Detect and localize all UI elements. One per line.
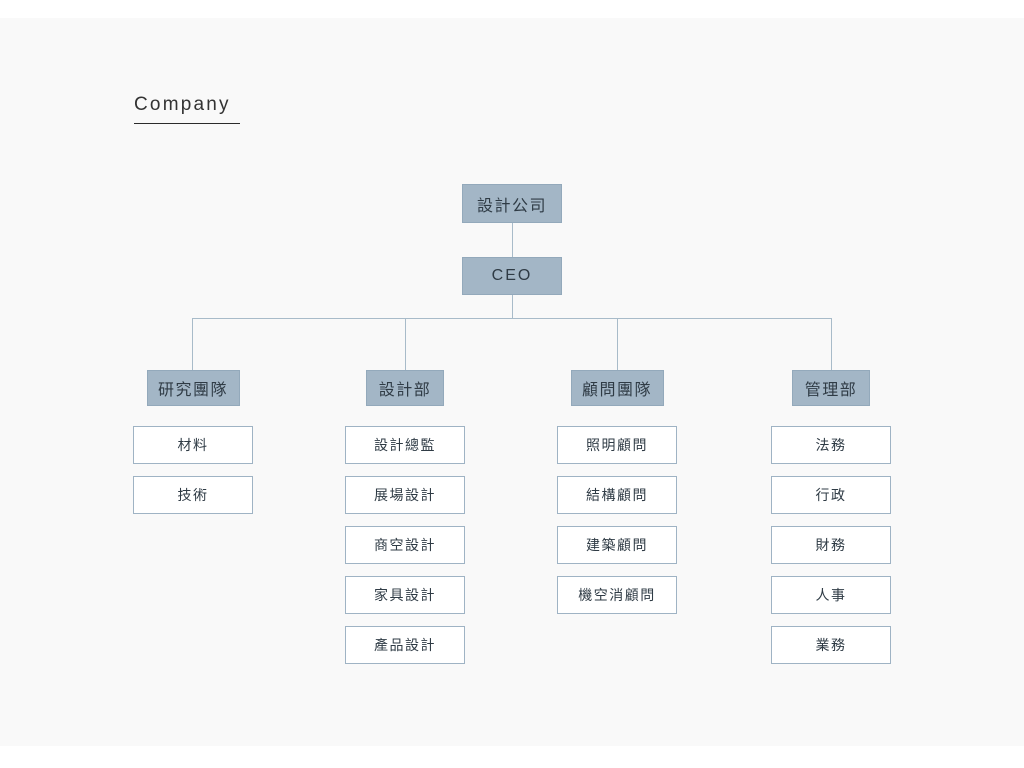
org-leaf-node[interactable]: 機空消顧問 [557,576,677,614]
org-column-head-label: 設計部 [378,382,432,399]
org-column-head-management[interactable]: 管理部 [792,370,870,406]
org-leaf-label: 材料 [177,437,209,453]
org-column-consultants: 顧問團隊 照明顧問 結構顧問 建築顧問 機空消顧問 [557,370,677,626]
connector-drop-column-3 [616,318,618,370]
org-column-head-label: 顧問團隊 [581,382,652,399]
org-leaf-label: 照明顧問 [586,437,648,453]
org-leaf-node[interactable]: 材料 [133,426,253,464]
org-leaf-label: 家具設計 [374,587,436,603]
connector-root-to-ceo [511,223,513,257]
org-leaf-node[interactable]: 法務 [771,426,891,464]
org-leaf-label: 技術 [177,487,209,503]
slide-canvas: Company 設計公司 CEO 研究團隊 材料 技術 設計部 設計總監 [0,18,1024,746]
org-leaf-node[interactable]: 設計總監 [345,426,465,464]
connector-drop-column-1 [191,318,193,370]
org-leaf-label: 行政 [815,487,847,503]
org-leaf-label: 結構顧問 [586,487,648,503]
org-leaf-label: 業務 [815,637,847,653]
org-leaf-label: 法務 [815,437,847,453]
org-leaf-label: 財務 [815,537,847,553]
org-leaf-label: 建築顧問 [586,537,648,553]
org-leaf-label: 機空消顧問 [578,587,656,603]
org-leaf-node[interactable]: 照明顧問 [557,426,677,464]
org-leaf-label: 設計總監 [374,437,436,453]
org-leaf-node[interactable]: 技術 [133,476,253,514]
org-leaf-node[interactable]: 產品設計 [345,626,465,664]
org-column-design: 設計部 設計總監 展場設計 商空設計 家具設計 產品設計 [345,370,465,676]
org-node-root[interactable]: 設計公司 [462,184,562,223]
org-node-root-label: 設計公司 [476,197,547,215]
org-leaf-label: 人事 [815,587,847,603]
connector-ceo-stem [511,295,513,318]
org-leaf-node[interactable]: 結構顧問 [557,476,677,514]
org-leaf-label: 商空設計 [374,537,436,553]
org-leaf-node[interactable]: 展場設計 [345,476,465,514]
org-leaf-node[interactable]: 行政 [771,476,891,514]
org-column-head-label: 研究團隊 [157,382,228,399]
org-column-head-design[interactable]: 設計部 [366,370,444,406]
org-leaf-node[interactable]: 財務 [771,526,891,564]
org-leaf-node[interactable]: 業務 [771,626,891,664]
org-leaf-label: 產品設計 [374,637,436,653]
connector-horizontal-bus [192,317,831,319]
org-column-head-consultants[interactable]: 顧問團隊 [570,370,664,406]
connector-drop-column-2 [404,318,406,370]
title-block: Company [134,92,344,124]
org-leaf-label: 展場設計 [374,487,436,503]
page-title: Company [134,94,231,115]
org-column-head-label: 管理部 [804,382,858,399]
org-node-ceo-label: CEO [491,267,533,284]
org-column-management: 管理部 法務 行政 財務 人事 業務 [771,370,891,676]
org-leaf-node[interactable]: 建築顧問 [557,526,677,564]
org-leaf-node[interactable]: 家具設計 [345,576,465,614]
org-column-head-research[interactable]: 研究團隊 [146,370,240,406]
connector-drop-column-4 [830,318,832,370]
title-underline [134,123,240,124]
org-leaf-node[interactable]: 商空設計 [345,526,465,564]
org-column-research: 研究團隊 材料 技術 [133,370,253,526]
org-leaf-node[interactable]: 人事 [771,576,891,614]
org-node-ceo[interactable]: CEO [462,257,562,295]
